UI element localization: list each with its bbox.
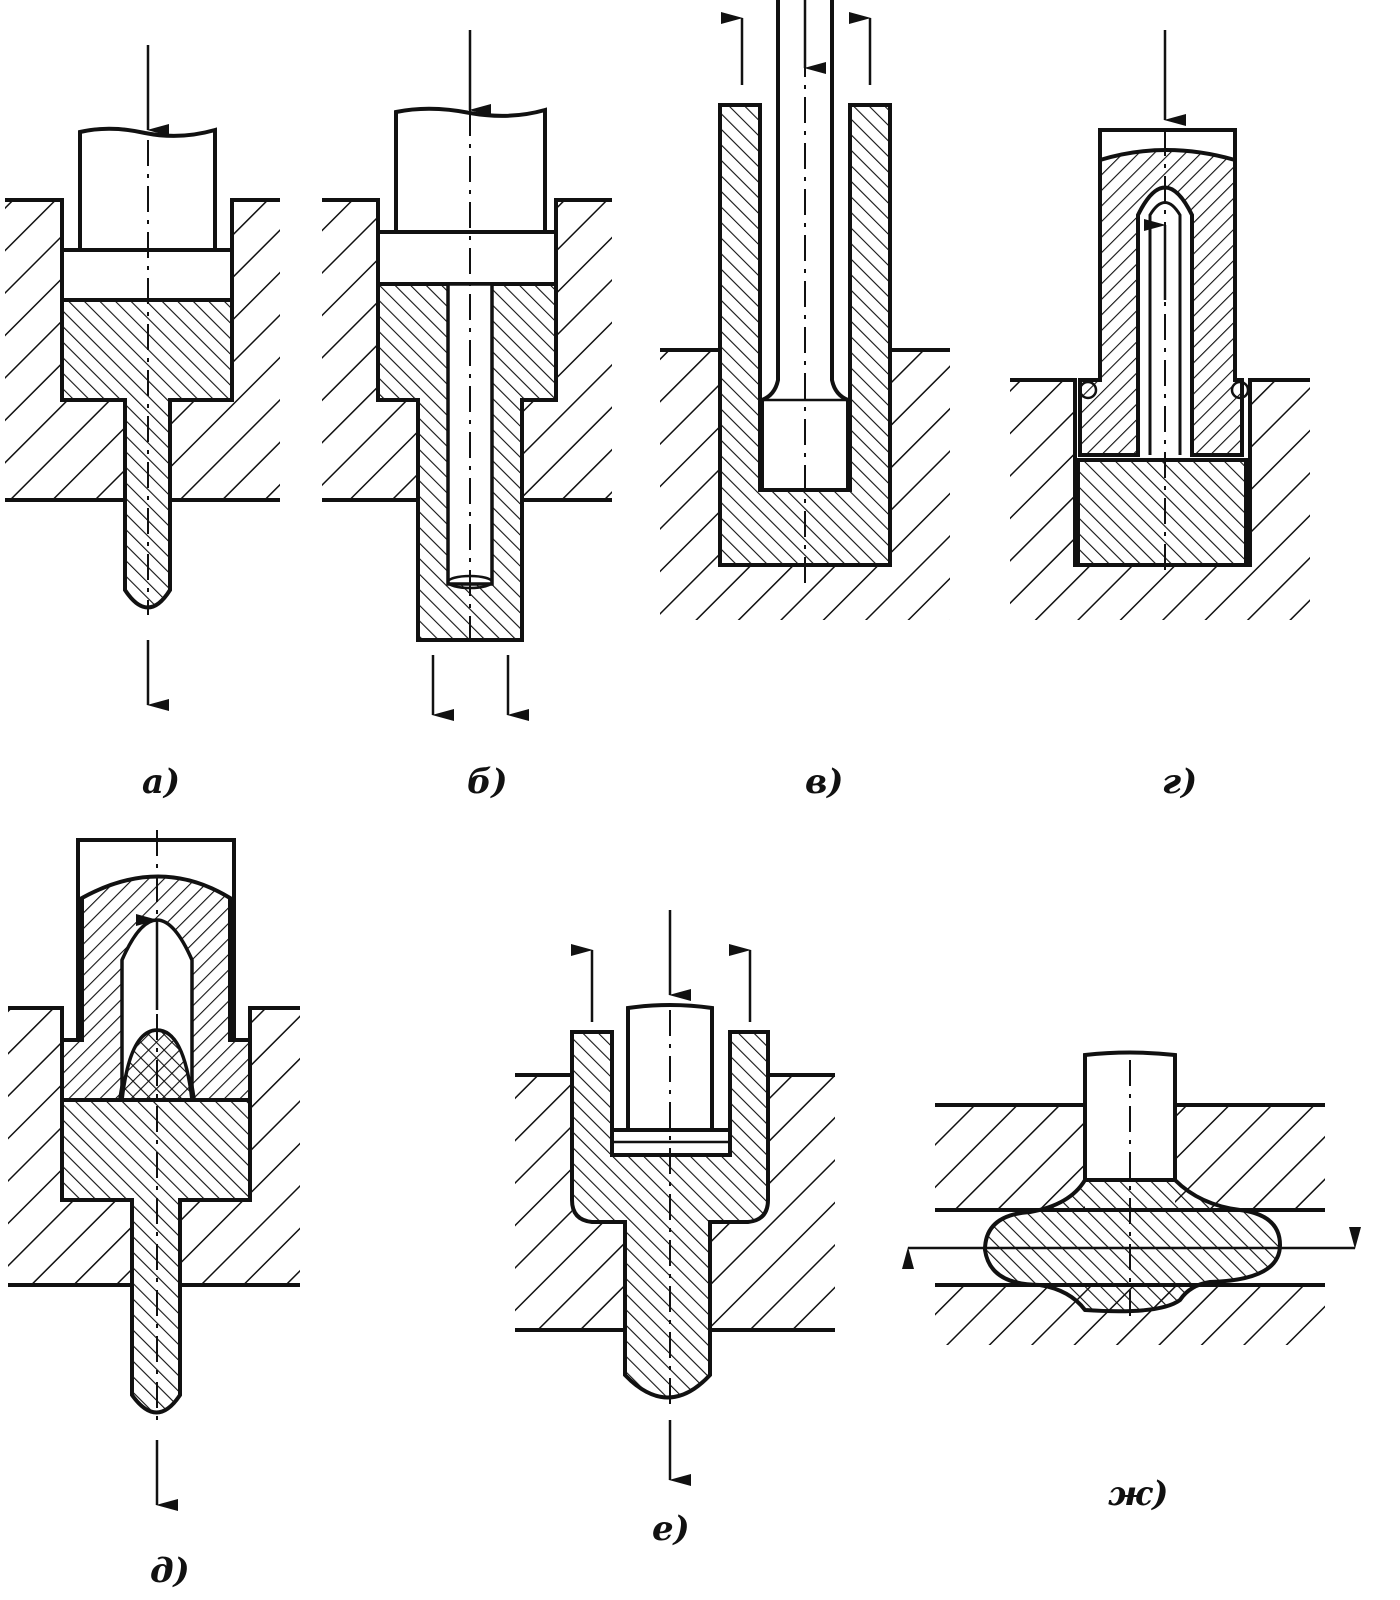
label-g: г) [1162, 762, 1197, 802]
label-zh: ж) [1108, 1474, 1168, 1514]
scheme-g [1010, 30, 1310, 620]
punch-e [626, 1003, 714, 1130]
scheme-d [8, 830, 300, 1511]
die-top-zh [935, 1105, 1325, 1210]
punch-zh [1083, 1050, 1177, 1180]
die-b [322, 200, 612, 500]
label-b: б) [467, 762, 508, 802]
punch-a [78, 126, 217, 250]
die-d [8, 1008, 300, 1285]
label-v: в) [805, 762, 843, 802]
workpiece-g [1078, 148, 1244, 457]
die-e [515, 1075, 835, 1330]
scheme-e [515, 910, 835, 1486]
label-e: е) [652, 1509, 690, 1549]
scheme-v [660, 0, 950, 620]
scheme-b [322, 30, 612, 721]
pressure-pad-b [376, 230, 558, 286]
label-a: а) [142, 762, 180, 802]
workpiece-v [718, 103, 892, 567]
billet-base-g [1076, 458, 1248, 567]
workpiece-zh [982, 1178, 1283, 1314]
scheme-zh [902, 1050, 1361, 1345]
scheme-a [5, 45, 280, 711]
die-a [5, 200, 280, 500]
label-d: д) [150, 1551, 190, 1591]
